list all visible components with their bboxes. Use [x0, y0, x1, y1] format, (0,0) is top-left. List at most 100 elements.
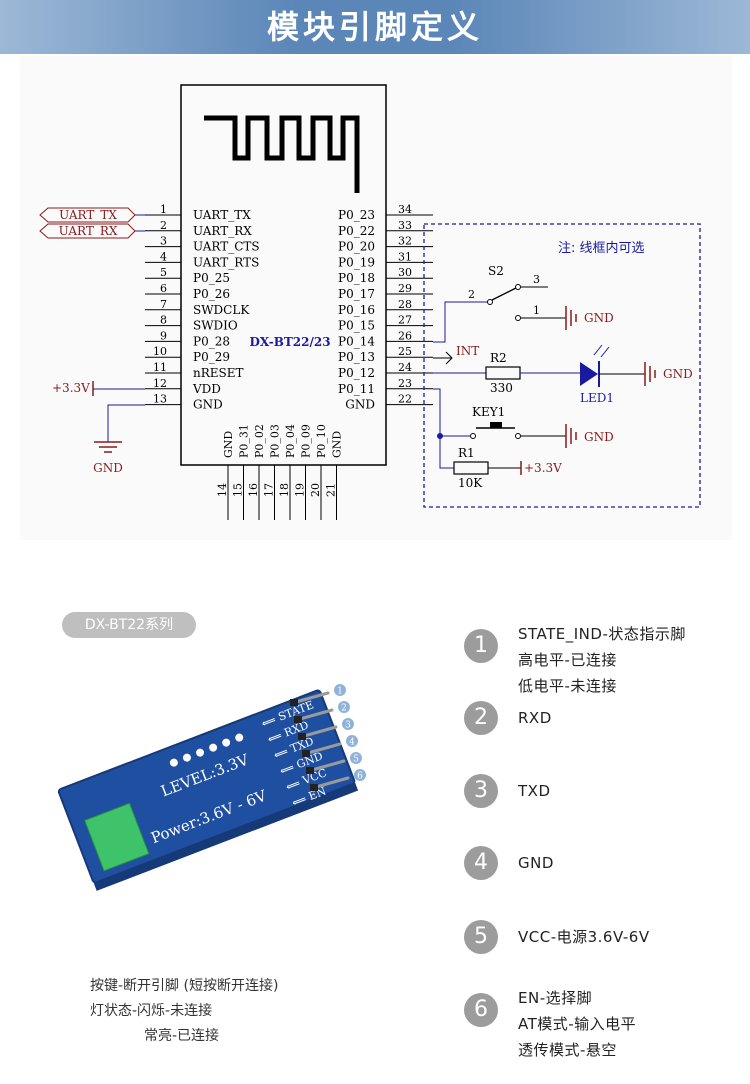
silk-arrow-icon: ⟸ [272, 746, 289, 761]
left-pin-number: 13 [153, 393, 167, 406]
r1-label: R1 [458, 446, 475, 460]
left-pin-number: 2 [160, 219, 167, 232]
s2-pin1-label: 1 [533, 304, 540, 317]
header-pin [306, 742, 342, 755]
chip-label: DX-BT22/23 [249, 335, 330, 349]
antenna-trace [204, 115, 360, 193]
s2-switch-arm [491, 287, 517, 301]
note-key: 按键-断开引脚 (短按断开连接) [90, 978, 279, 994]
r2-label: R2 [490, 351, 507, 365]
pin-number-dot-label: 5 [353, 755, 359, 765]
left-pin-name: P0_29 [193, 350, 230, 364]
left-pin-name: UART_TX [193, 208, 251, 222]
key-gnd-label: GND [584, 430, 614, 444]
left-pin-number: 6 [160, 282, 167, 295]
right-pin-number: 25 [398, 345, 412, 358]
left-pin-name: SWDCLK [193, 303, 250, 317]
s2-gnd-symbol [565, 306, 577, 330]
bottom-pin-number: 15 [232, 483, 245, 497]
silk-arrow-icon: ⟸ [285, 778, 302, 793]
pin-number-dot-label: 6 [357, 772, 363, 782]
right-pin-number: 26 [398, 329, 412, 342]
pin-description-line: AT模式-输入电平 [518, 1015, 637, 1033]
bottom-pin-number: 17 [263, 483, 276, 497]
right-pin-number: 24 [398, 361, 412, 374]
pin-number-dot [354, 769, 366, 781]
r2-value: 330 [490, 381, 513, 395]
left-pin-number: 1 [160, 203, 167, 216]
bottom-pin-name: P0_31 [238, 424, 251, 458]
right-pin-number: 30 [398, 266, 412, 279]
left-pin-number: 8 [160, 314, 167, 327]
pin-description-line: GND [518, 854, 554, 872]
header-pin [298, 708, 334, 721]
s2-gnd-label: GND [584, 311, 614, 325]
optional-circuit-box [423, 223, 701, 508]
right-pin-number: 22 [398, 393, 412, 406]
header-pins [290, 691, 350, 791]
series-badge: DX-BT22系列 [62, 612, 196, 638]
header-pin-base [310, 784, 318, 791]
schematic-background [20, 56, 732, 540]
status-notes: 按键-断开引脚 (短按断开连接) 灯状态-闪烁-未连接 常亮-已连接 [90, 974, 278, 1049]
left-pin-name: P0_28 [193, 334, 230, 348]
right-pin-name: P0_23 [338, 208, 375, 222]
left-pin-number: 9 [160, 329, 167, 342]
header-pin-base [306, 767, 314, 774]
pcb-edge [93, 783, 359, 891]
right-pin-name: P0_18 [338, 271, 375, 285]
right-pin-number: 31 [398, 250, 412, 263]
right-pin-group: 34P0_2333P0_2232P0_2031P0_1930P0_1829P0_… [338, 203, 433, 412]
header-pin-base [294, 716, 302, 723]
bottom-pin-name: P0_02 [253, 424, 266, 458]
note-led-solid: 常亮-已连接 [144, 1028, 220, 1044]
pin-description-line: STATE_IND-状态指示脚 [518, 625, 686, 643]
led-gnd-label: GND [663, 367, 693, 381]
right-pin-name: P0_13 [338, 350, 375, 364]
r2-resistor [485, 366, 521, 380]
pin-number-circle: 4 [464, 846, 498, 880]
right-pin-name: GND [345, 398, 375, 412]
header-pin [302, 725, 338, 738]
key-button [490, 422, 502, 428]
header-pin-base [298, 733, 306, 740]
right-pin-name: P0_15 [338, 319, 375, 333]
int-arrow [445, 351, 453, 365]
bottom-pin-number: 20 [309, 483, 322, 497]
s2-throw-terminal-3 [515, 284, 521, 290]
bottom-pin-name: GND [331, 431, 344, 458]
bottom-pin-name: P0_09 [300, 424, 313, 458]
bottom-pin-number: 16 [247, 483, 260, 497]
key-wire [433, 388, 454, 469]
right-pin-name: P0_19 [338, 255, 375, 269]
left-pin-number: 12 [153, 377, 167, 390]
pin-description-line: VCC-电源3.6V-6V [518, 928, 650, 946]
left-pin-number: 10 [153, 345, 167, 358]
right-pin-name: P0_14 [338, 334, 375, 348]
bottom-pin-name: P0_03 [269, 424, 282, 458]
pin-description: GND [518, 850, 554, 876]
silk-arrow-icon: ⟸ [291, 794, 308, 809]
key-junction [437, 433, 443, 439]
s2-throw-terminal-1 [515, 315, 521, 321]
bottom-pin-name: P0_10 [315, 424, 328, 458]
key-gnd-symbol [565, 424, 577, 448]
right-pin-number: 32 [398, 235, 412, 248]
uart-rx-net-label: UART_RX [59, 224, 118, 238]
pin-description-line: RXD [518, 709, 552, 727]
right-pin-number: 23 [398, 377, 412, 390]
silk-arrow-icon: ⟸ [266, 731, 283, 746]
left-pin-name: SWDIO [193, 319, 238, 333]
right-pin-name: P0_16 [338, 303, 375, 317]
left-pin-name: UART_CTS [193, 240, 260, 254]
header-banner [0, 0, 750, 54]
right-pin-number: 29 [398, 282, 412, 295]
r1-value: 10K [458, 476, 483, 490]
s2-pin2-label: 2 [468, 288, 475, 301]
pin-number-dot-label: 4 [349, 738, 355, 748]
right-pin-number: 33 [398, 219, 412, 232]
pin-number-dot [342, 718, 354, 730]
module-illustration: LEVEL:3.3V Power:3.6V - 6V ⟸STATE⟸RXD⟸TX… [57, 684, 366, 891]
pin-number-dot [334, 684, 346, 696]
